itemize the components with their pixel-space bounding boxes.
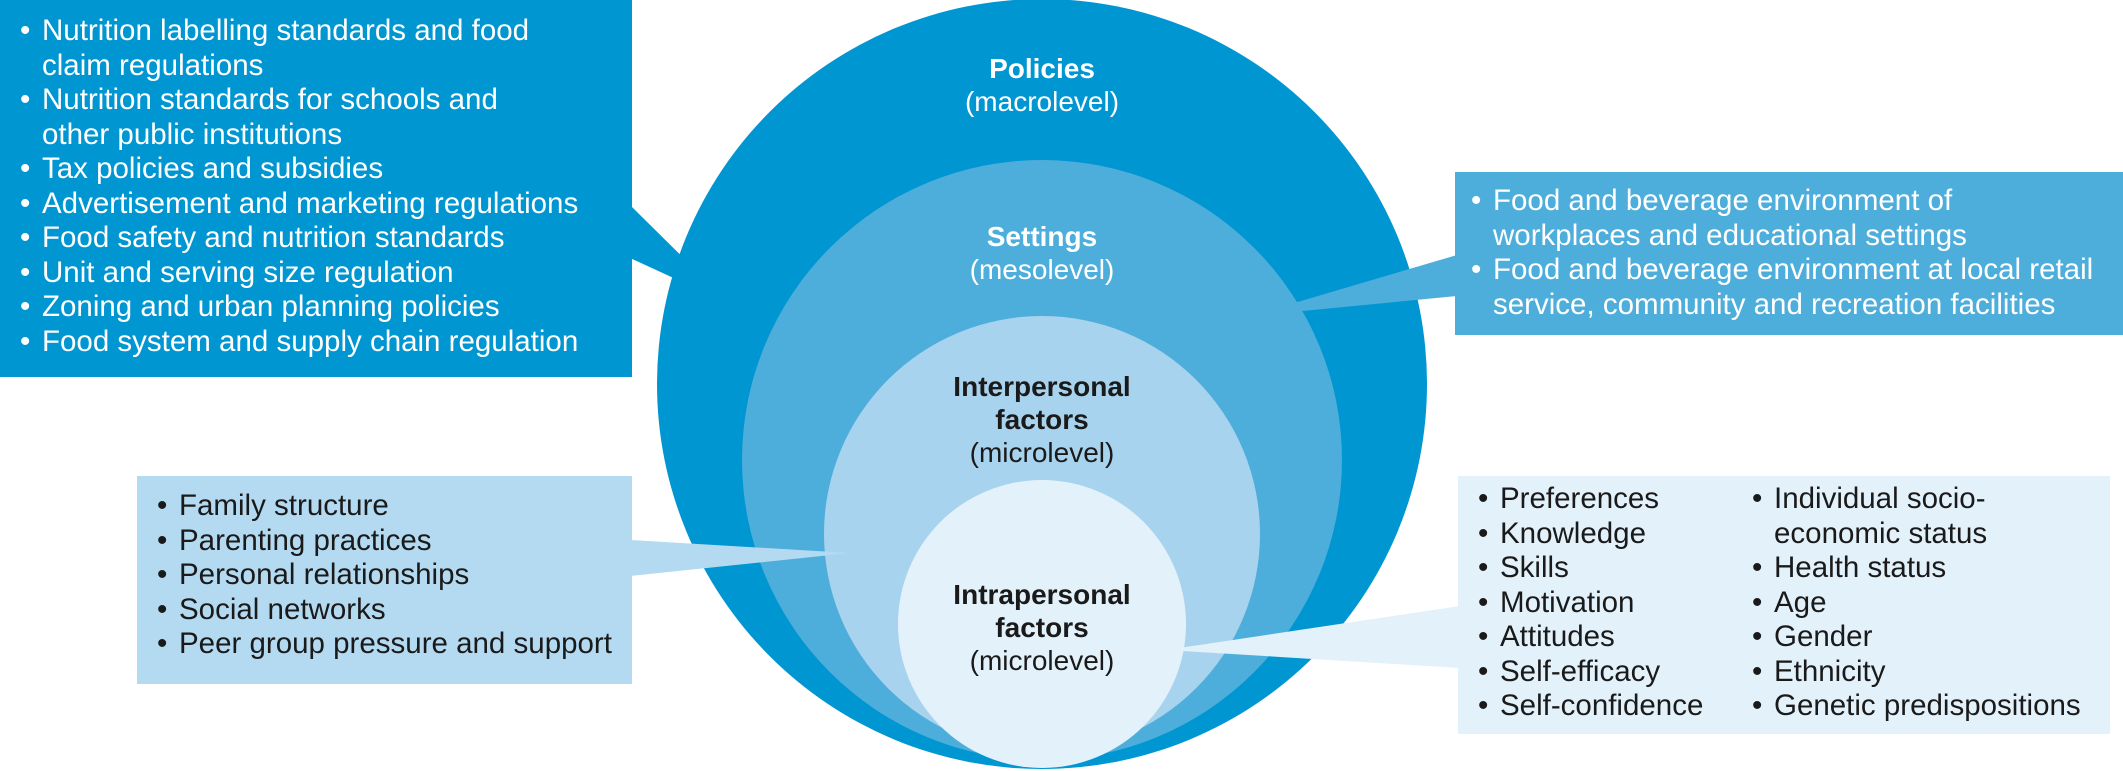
- list-item: Food safety and nutrition standards: [18, 221, 632, 256]
- list-item: Gender: [1750, 620, 2081, 655]
- list-item: Zoning and urban planning policies: [18, 290, 632, 325]
- list-item: Skills: [1476, 551, 1703, 586]
- list-item: Age: [1750, 586, 2081, 621]
- interpersonal-callout-pointer: [630, 540, 850, 576]
- policies-title: Policies: [989, 53, 1095, 84]
- list-item: Genetic predispositions: [1750, 689, 2081, 724]
- intrapersonal-circle-label: Intrapersonal factors (microlevel): [953, 578, 1130, 677]
- list-item: Self-confidence: [1476, 689, 1703, 724]
- list-item: Food and beverage environment at local r…: [1469, 253, 2123, 288]
- list-item: Peer group pressure and support: [155, 627, 632, 662]
- list-item: Self-efficacy: [1476, 655, 1703, 690]
- interpersonal-level: (microlevel): [969, 437, 1115, 468]
- settings-callout-box: Food and beverage environment of workpla…: [1455, 172, 2123, 335]
- list-item: Preferences: [1476, 482, 1703, 517]
- interpersonal-title-line-1: Interpersonal: [953, 371, 1131, 402]
- policies-callout-pointer: [630, 205, 730, 304]
- list-item: claim regulations: [42, 48, 264, 82]
- settings-level: (mesolevel): [969, 254, 1115, 285]
- interpersonal-circle-label: Interpersonal factors (microlevel): [953, 370, 1130, 469]
- policies-callout-box: Nutrition labelling standards and food c…: [0, 0, 632, 377]
- intrapersonal-title-line-1: Intrapersonal: [953, 579, 1131, 610]
- list-item: Nutrition standards for schools and: [18, 83, 632, 118]
- list-item: Tax policies and subsidies: [18, 152, 632, 187]
- list-item: Family structure: [155, 489, 632, 524]
- list-item: Social networks: [155, 593, 632, 628]
- intrapersonal-circle: [898, 480, 1186, 768]
- settings-title: Settings: [986, 221, 1098, 252]
- list-item: Knowledge: [1476, 517, 1703, 552]
- list-item: Nutrition labelling standards and food: [18, 14, 632, 49]
- list-item: Health status: [1750, 551, 2081, 586]
- list-item: Food system and supply chain regulation: [18, 325, 632, 360]
- intrapersonal-title-line-2: factors: [995, 612, 1089, 643]
- policies-circle-label: Policies (macrolevel): [965, 52, 1119, 118]
- settings-circle-label: Settings (mesolevel): [970, 220, 1115, 286]
- policies-level: (macrolevel): [964, 86, 1120, 117]
- list-item: Parenting practices: [155, 524, 632, 559]
- list-item: Personal relationships: [155, 558, 632, 593]
- policies-list: Nutrition labelling standards and food c…: [18, 14, 632, 359]
- intrapersonal-list-column-2: Individual socio- economic status Health…: [1750, 482, 2081, 724]
- intrapersonal-list-column-1: Preferences Knowledge Skills Motivation …: [1476, 482, 1703, 724]
- intrapersonal-level: (microlevel): [969, 645, 1115, 676]
- list-item: Attitudes: [1476, 620, 1703, 655]
- intrapersonal-callout-pointer: [1166, 606, 1460, 668]
- list-item: Motivation: [1476, 586, 1703, 621]
- interpersonal-title-line-2: factors: [995, 404, 1089, 435]
- intrapersonal-callout-box: Preferences Knowledge Skills Motivation …: [1458, 476, 2110, 734]
- interpersonal-list: Family structure Parenting practices Per…: [155, 489, 632, 662]
- settings-callout-pointer: [1250, 255, 1457, 316]
- list-item: Food and beverage environment of: [1469, 184, 2123, 219]
- interpersonal-callout-box: Family structure Parenting practices Per…: [137, 476, 632, 684]
- list-item: workplaces and educational settings: [1493, 218, 1967, 252]
- list-item: Advertisement and marketing regulations: [18, 187, 632, 222]
- list-item: economic status: [1774, 516, 1988, 550]
- list-item: other public institutions: [42, 117, 343, 151]
- list-item: Individual socio-: [1750, 482, 2081, 517]
- list-item: Unit and serving size regulation: [18, 256, 632, 291]
- settings-list: Food and beverage environment of workpla…: [1469, 184, 2123, 322]
- list-item: service, community and recreation facili…: [1493, 287, 2056, 321]
- list-item: Ethnicity: [1750, 655, 2081, 690]
